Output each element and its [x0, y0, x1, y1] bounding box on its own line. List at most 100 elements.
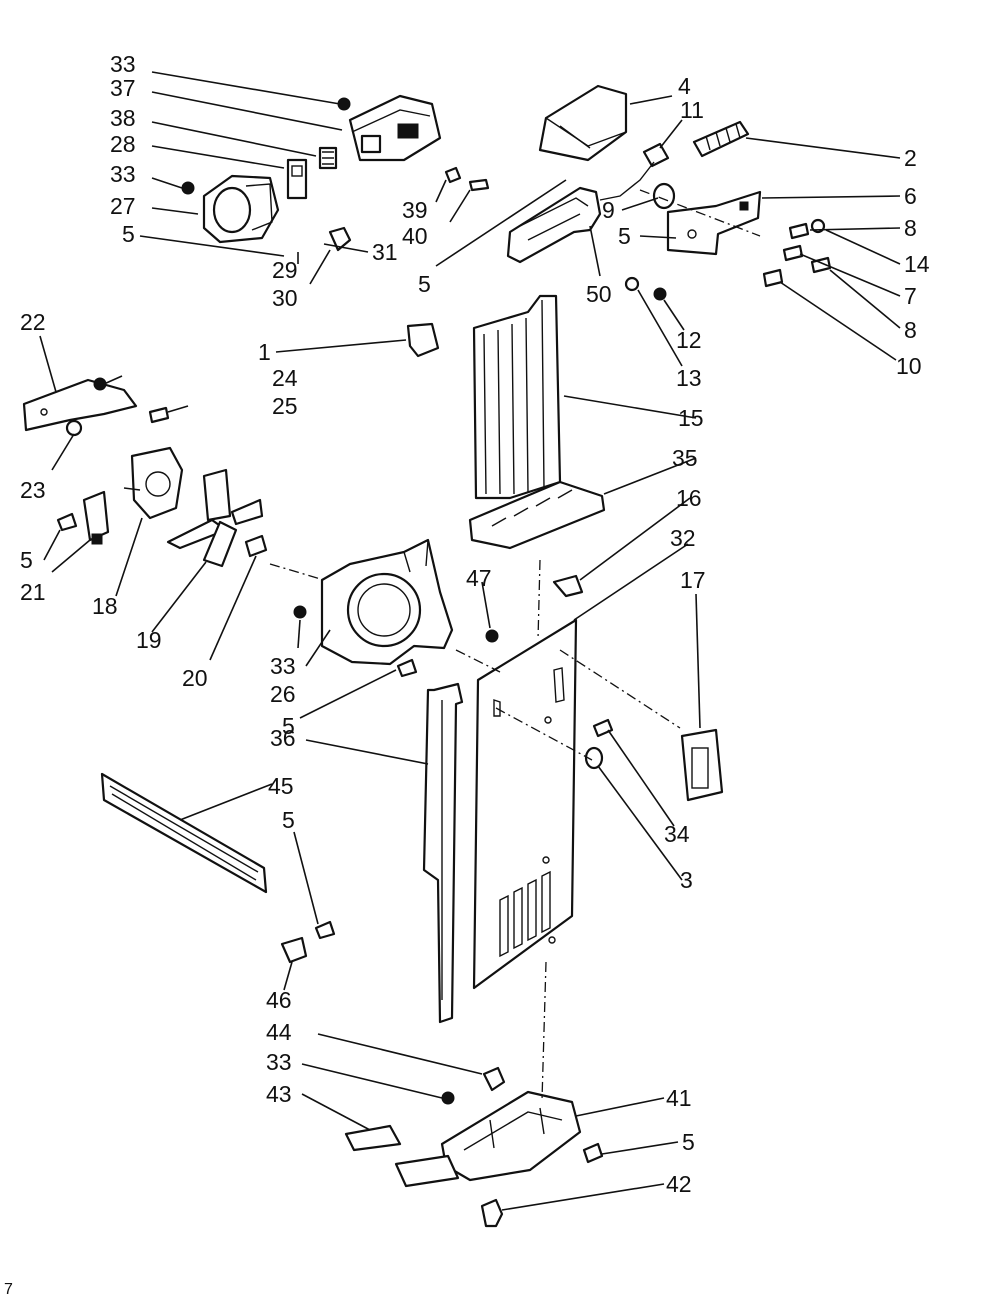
callout-19: 19: [136, 627, 162, 653]
part-5-screw-mid: [396, 658, 418, 678]
callout-45: 45: [268, 773, 294, 799]
part-8-screw-a: [788, 222, 810, 240]
part-21-clip: [82, 490, 110, 545]
callout-50: 50: [586, 281, 612, 307]
callout-34: 34: [664, 821, 690, 847]
callout-46: 46: [266, 987, 292, 1013]
footnote-mark: 7: [4, 1281, 13, 1297]
callout-47: 47: [466, 565, 492, 591]
part-27-motor-bracket: [202, 174, 280, 244]
part-18-motor: [123, 446, 184, 520]
callout-26: 26: [270, 681, 296, 707]
callout-27: 27: [110, 193, 136, 219]
callout-31: 31: [372, 239, 398, 265]
part-12-spring: [653, 287, 667, 301]
callout-42: 42: [666, 1171, 692, 1197]
callout-20: 20: [182, 665, 208, 691]
callout-41: 41: [666, 1085, 692, 1111]
callout-33-top: 33: [110, 51, 136, 77]
callout-35: 35: [672, 445, 698, 471]
callout-5-e: 5: [282, 713, 295, 739]
callout-15: 15: [678, 405, 704, 431]
part-30-clip: [328, 226, 352, 252]
part-5-screw-bottom: [582, 1142, 604, 1164]
part-16-clip: [552, 574, 584, 598]
part-11-knob: [642, 142, 670, 168]
part-5-screw-left: [56, 512, 78, 532]
part-5-screw-lower: [314, 920, 336, 940]
callout-21: 21: [20, 579, 46, 605]
part-33-nut-d: [441, 1091, 455, 1105]
callout-24: 24: [272, 365, 298, 391]
callout-43: 43: [266, 1081, 292, 1107]
part-20-hub: [244, 534, 268, 558]
part-36-channel: [422, 682, 464, 1024]
part-13-screw: [624, 276, 640, 292]
callout-37: 37: [110, 75, 136, 101]
assembly-line-g: [541, 961, 547, 1101]
callout-33-upper: 33: [110, 161, 136, 187]
callout-1: 1: [258, 339, 271, 365]
callout-8-b: 8: [904, 317, 917, 343]
part-3-grommet: [584, 746, 604, 770]
part-42-foot: [480, 1198, 504, 1228]
part-15-evaporator: [472, 294, 562, 500]
part-22-bracket: [22, 377, 138, 432]
part-41-base: [440, 1090, 582, 1182]
part-37-housing: [348, 94, 442, 162]
callout-13: 13: [676, 365, 702, 391]
callout-28: 28: [110, 131, 136, 157]
part-47-nut: [485, 629, 499, 643]
callout-5-b: 5: [418, 271, 431, 297]
parts-drawing: [22, 84, 832, 1228]
assembly-line-c: [455, 649, 501, 673]
part-39-screw: [444, 166, 462, 184]
callout-2: 2: [904, 145, 917, 171]
part-38-terminal: [318, 146, 338, 170]
part-11-wire: [599, 161, 655, 201]
part-45-grille: [100, 772, 268, 894]
assembly-line-a: [639, 189, 761, 237]
part-1-switch: [406, 322, 440, 358]
part-43-pad-a: [344, 1124, 402, 1152]
part-17-bracket: [680, 728, 724, 802]
callout-33-bottom: 33: [266, 1049, 292, 1075]
leader-lines: [39, 71, 901, 1211]
callout-29: 29: [272, 257, 298, 283]
part-32-rear-panel: [472, 618, 578, 990]
part-19-fan-blade: [166, 468, 264, 568]
callout-4: 4: [678, 73, 691, 99]
callout-16: 16: [676, 485, 702, 511]
assembly-line-e: [495, 707, 593, 761]
callout-38: 38: [110, 105, 136, 131]
callout-6: 6: [904, 183, 917, 209]
callout-5-g: 5: [682, 1129, 695, 1155]
callout-22: 22: [20, 309, 46, 335]
part-46-clip: [280, 936, 308, 964]
part-40-screw: [468, 178, 490, 192]
part-9-cam: [652, 182, 676, 210]
part-6-bracket: [666, 190, 762, 256]
callout-32: 32: [670, 525, 696, 551]
part-7-screw: [782, 244, 804, 262]
callout-9: 9: [602, 197, 615, 223]
part-33-nut-b: [181, 181, 195, 195]
callout-5-f: 5: [282, 807, 295, 833]
part-2-spring: [692, 120, 750, 158]
callout-40: 40: [402, 223, 428, 249]
part-10-screw: [762, 268, 784, 288]
part-26-fan-housing: [320, 538, 454, 666]
assembly-line-b: [269, 563, 325, 581]
callout-25: 25: [272, 393, 298, 419]
part-43-pad-b: [394, 1154, 460, 1188]
callout-11: 11: [680, 97, 704, 123]
assembly-line-d: [559, 649, 681, 729]
callout-39: 39: [402, 197, 428, 223]
callout-5-d: 5: [20, 547, 33, 573]
part-25-screw: [148, 406, 170, 424]
callout-labels: 33 37 38 28 33 27 5 29 30 31 5 39 40 4 1…: [4, 51, 930, 1297]
callout-10: 10: [896, 353, 922, 379]
callout-5-a: 5: [122, 221, 135, 247]
assembly-line-f: [537, 559, 541, 641]
